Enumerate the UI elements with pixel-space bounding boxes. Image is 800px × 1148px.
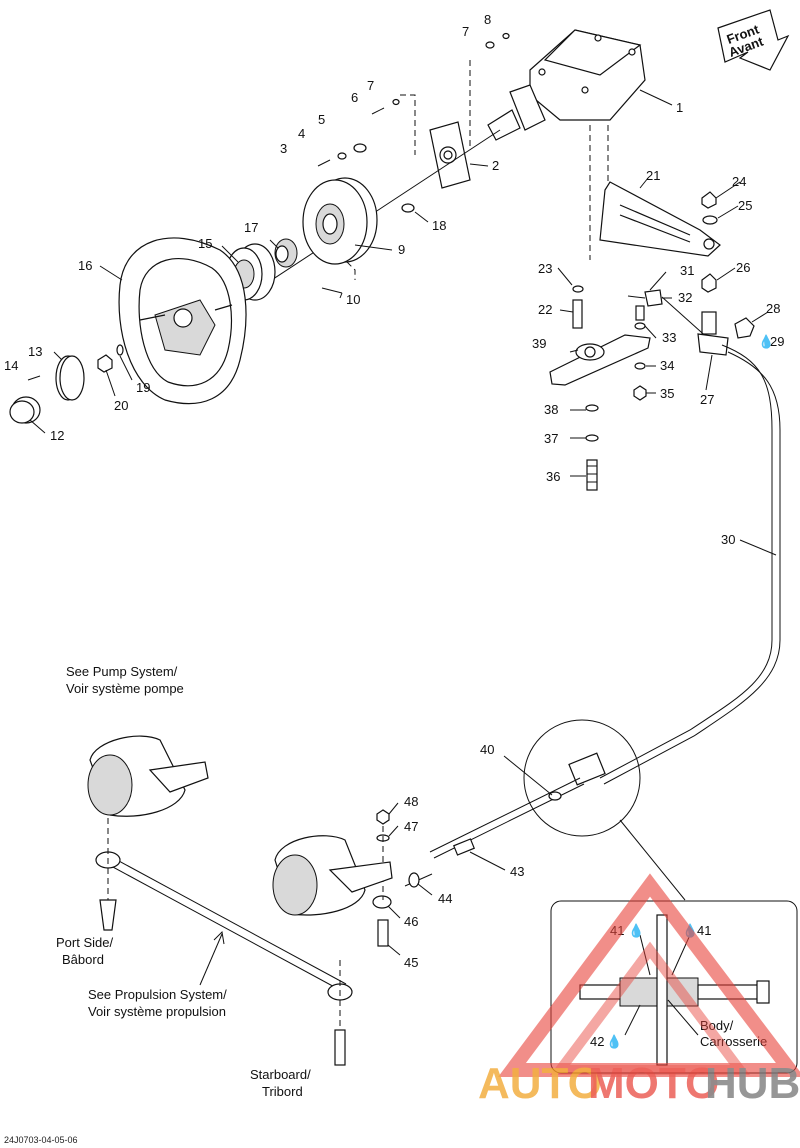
part-number: 37 — [544, 431, 558, 446]
part-number: 28 — [766, 301, 780, 316]
part-number: 10 — [346, 292, 360, 307]
steering-cable — [599, 344, 781, 785]
svg-text:AUTO: AUTO — [478, 1059, 602, 1108]
part-number: 7 — [462, 24, 469, 39]
part-number: 4 — [298, 126, 305, 141]
part-number: 18 — [432, 218, 446, 233]
part-number: 27 — [700, 392, 714, 407]
hub-pulley — [302, 177, 378, 265]
cable-linkage — [627, 289, 711, 341]
steering-column-housing — [487, 29, 646, 141]
mounting-plate — [429, 121, 471, 189]
body-label-2: Carrosserie — [700, 1034, 767, 1049]
part-number: 5 — [318, 112, 325, 127]
part-number: 17 — [244, 220, 258, 235]
part-number: 3 — [280, 141, 287, 156]
cover-plate — [55, 355, 85, 401]
part-number: 14 — [4, 358, 18, 373]
part-number: 9 — [398, 242, 405, 257]
part-number: 36 — [546, 469, 560, 484]
part-number: 22 — [538, 302, 552, 317]
cable-fitting — [429, 752, 606, 859]
svg-text:HUB: HUB — [705, 1059, 800, 1108]
glue-drop-icon: 💧 — [628, 923, 644, 938]
automotohub-watermark: AUTO MOTO HUB — [478, 873, 800, 1108]
detail-label-41-right: 41 — [697, 923, 711, 938]
part-number: 12 — [50, 428, 64, 443]
part-number: 32 — [678, 290, 692, 305]
nozzle-bottom — [272, 835, 393, 916]
part-number: 48 — [404, 794, 418, 809]
spline-gear — [274, 238, 298, 268]
part-number: 33 — [662, 330, 676, 345]
part-number: 47 — [404, 819, 418, 834]
cable-end — [372, 838, 475, 909]
front-arrow-badge: Front Avant — [717, 9, 790, 71]
part-number: 35 — [660, 386, 674, 401]
part-number: 30 — [721, 532, 735, 547]
part-number: 45 — [404, 955, 418, 970]
part-number: 39 — [532, 336, 546, 351]
port-note-1: Port Side/ — [56, 935, 113, 950]
detail-label-42: 42 — [590, 1034, 604, 1049]
part-number: 20 — [114, 398, 128, 413]
nozzle-top — [87, 735, 209, 817]
starboard-note-2: Tribord — [262, 1084, 303, 1099]
notes: See Pump System/ Voir système pompe Port… — [56, 664, 311, 1099]
starboard-note-1: Starboard/ — [250, 1067, 311, 1082]
part-number: 25 — [738, 198, 752, 213]
steering-wheel — [118, 237, 247, 405]
svg-text:MOTO: MOTO — [588, 1059, 719, 1108]
propulsion-note-2: Voir système propulsion — [88, 1004, 226, 1019]
part-numbers: 1 2 3 4 5 6 7 7 8 9 10 12 13 14 15 16 17… — [4, 12, 784, 970]
detail-inset: 41 💧 💧 41 42 💧 Body/ Carrosserie — [550, 900, 798, 1074]
part-number: 1 — [676, 100, 683, 115]
upper-bracket — [599, 181, 721, 257]
part-number: 43 — [510, 864, 524, 879]
propulsion-note-1: See Propulsion System/ — [88, 987, 227, 1002]
part-number: 13 — [28, 344, 42, 359]
body-label-1: Body/ — [700, 1018, 734, 1033]
part-number: 21 — [646, 168, 660, 183]
lower-bracket — [549, 334, 651, 386]
part-number: 26 — [736, 260, 750, 275]
part-number: 44 — [438, 891, 452, 906]
part-number: 34 — [660, 358, 674, 373]
washer-nut-top — [485, 32, 510, 49]
port-note-2: Bâbord — [62, 952, 104, 967]
small-hardware-left — [317, 98, 400, 167]
part-number: 15 — [198, 236, 212, 251]
leader-lines — [29, 89, 777, 986]
pump-note-2: Voir système pompe — [66, 681, 184, 696]
part-number: 6 — [351, 90, 358, 105]
part-number: 38 — [544, 402, 558, 417]
part-number: 40 — [480, 742, 494, 757]
part-number: 7 — [367, 78, 374, 93]
part-number: 29 — [770, 334, 784, 349]
part-number: 24 — [732, 174, 746, 189]
part-number: 2 — [492, 158, 499, 173]
part-number: 46 — [404, 914, 418, 929]
glue-drop-icon: 💧 — [758, 334, 774, 349]
part-number: 19 — [136, 380, 150, 395]
part-number: 31 — [680, 263, 694, 278]
drawing-reference: 24J0703-04-05-06 — [4, 1135, 78, 1145]
center-cap — [9, 396, 41, 424]
part-number: 8 — [484, 12, 491, 27]
glue-drop-icon: 💧 — [606, 1034, 622, 1049]
part-number: 16 — [78, 258, 92, 273]
part-number: 23 — [538, 261, 552, 276]
pump-note-1: See Pump System/ — [66, 664, 178, 679]
